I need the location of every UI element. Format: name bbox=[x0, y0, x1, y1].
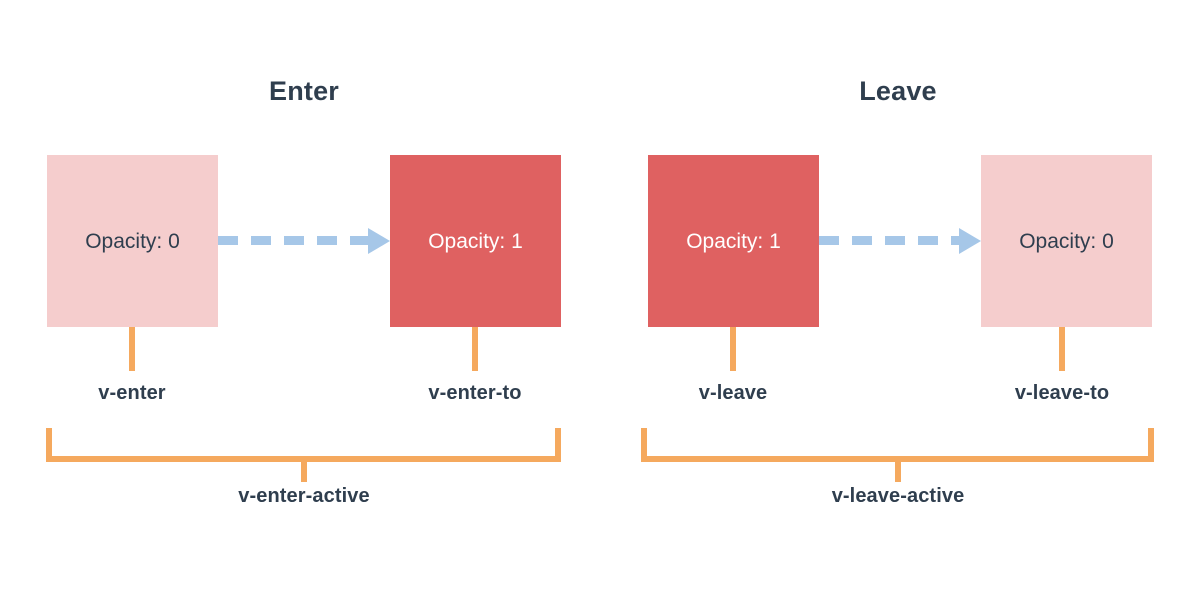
enter-end-caption: v-enter-to bbox=[428, 382, 522, 404]
enter-bracket-stem bbox=[301, 462, 307, 482]
leave-arrow-shaft bbox=[819, 236, 959, 245]
leave-end-tick bbox=[1059, 327, 1065, 371]
leave-end-box-label: Opacity: 0 bbox=[1019, 229, 1114, 253]
enter-active-bracket bbox=[46, 428, 561, 462]
leave-arrow-head bbox=[959, 227, 981, 254]
leave-start-tick bbox=[730, 327, 736, 371]
leave-bracket-bar bbox=[641, 456, 1154, 462]
enter-bracket-left-arm bbox=[46, 428, 52, 462]
leave-end-box: Opacity: 0 bbox=[981, 155, 1152, 327]
enter-bracket-right-arm bbox=[555, 428, 561, 462]
leave-bracket-right-arm bbox=[1148, 428, 1154, 462]
leave-transition-arrow bbox=[819, 227, 981, 254]
leave-start-caption: v-leave bbox=[698, 382, 768, 404]
enter-end-tick bbox=[472, 327, 478, 371]
enter-start-box-label: Opacity: 0 bbox=[85, 229, 180, 253]
enter-end-box-label: Opacity: 1 bbox=[428, 229, 523, 253]
enter-active-caption: v-enter-active bbox=[238, 485, 370, 507]
leave-start-box: Opacity: 1 bbox=[648, 155, 819, 327]
enter-bracket-bar bbox=[46, 456, 561, 462]
leave-end-caption: v-leave-to bbox=[1014, 382, 1110, 404]
enter-start-caption: v-enter bbox=[98, 382, 166, 404]
panel-title-enter: Enter bbox=[268, 76, 340, 106]
enter-arrow-head bbox=[368, 227, 390, 254]
leave-bracket-left-arm bbox=[641, 428, 647, 462]
leave-active-bracket bbox=[641, 428, 1154, 462]
leave-start-box-label: Opacity: 1 bbox=[686, 229, 781, 253]
enter-start-tick bbox=[129, 327, 135, 371]
panel-title-leave: Leave bbox=[859, 76, 937, 106]
enter-transition-arrow bbox=[218, 227, 390, 254]
enter-end-box: Opacity: 1 bbox=[390, 155, 561, 327]
leave-active-caption: v-leave-active bbox=[831, 485, 965, 507]
leave-bracket-stem bbox=[895, 462, 901, 482]
enter-start-box: Opacity: 0 bbox=[47, 155, 218, 327]
enter-arrow-shaft bbox=[218, 236, 368, 245]
